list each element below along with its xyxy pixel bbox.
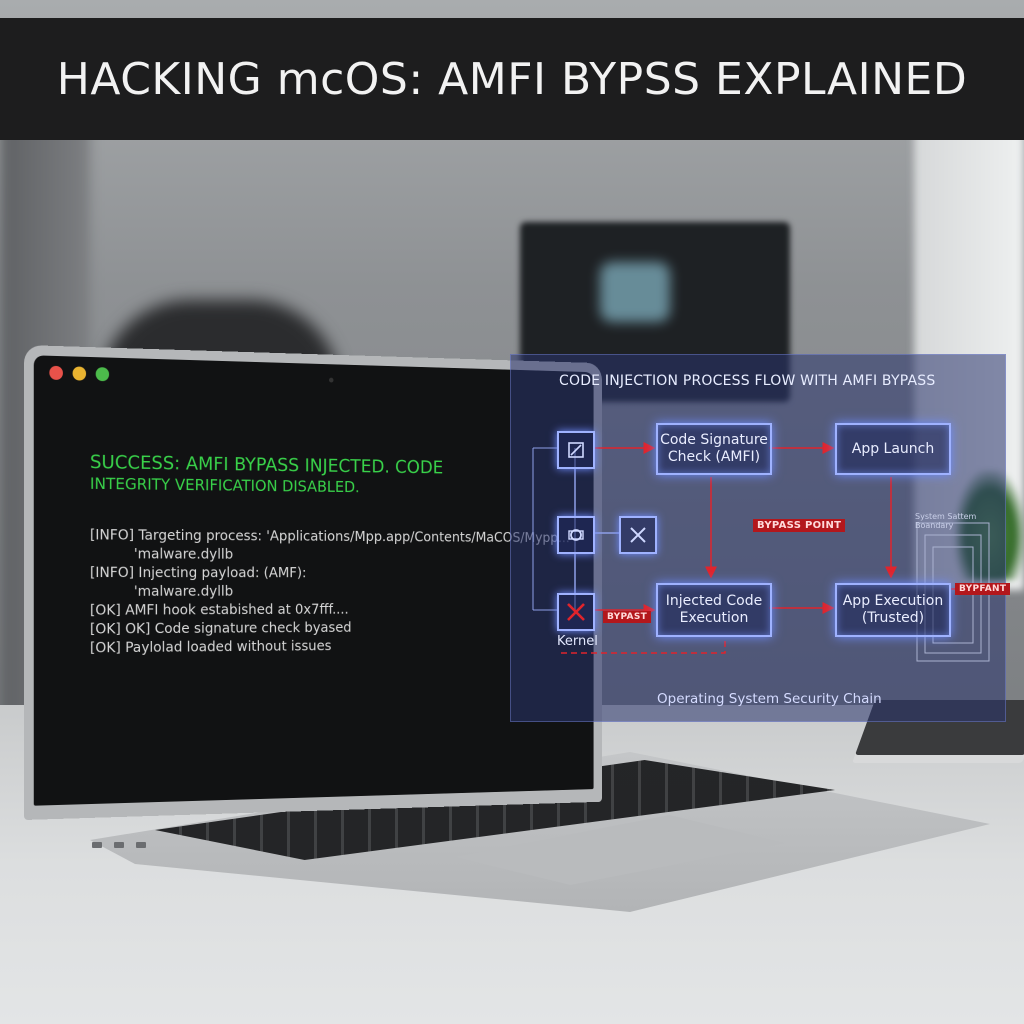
node-label: Injected Code [665, 593, 763, 609]
success-message: SUCCESS: AMFI BYPASS INJECTED. CODE INTE… [90, 451, 558, 500]
log-line: 'malware.dyllb [133, 546, 234, 563]
injected-code-execution-node: Injected Code Execution [656, 583, 772, 637]
zoom-window-button[interactable] [95, 367, 110, 382]
system-boundary-label: System Sattem Boandary [915, 512, 977, 530]
node-label: Execution [679, 610, 749, 626]
app-execution-trusted-node: App Execution (Trusted) [835, 583, 951, 637]
node-label: Code Signature [660, 432, 768, 448]
usb-port [114, 842, 124, 848]
log-line: [INFO] Targeting process: 'Applications/… [89, 527, 570, 546]
title-banner: HACKING mcOS: AMFI BYPSS EXPLAINED [0, 18, 1024, 140]
terminal-output: SUCCESS: AMFI BYPASS INJECTED. CODE INTE… [89, 451, 570, 658]
background-monitor-glow [600, 262, 670, 322]
usb-port [92, 842, 102, 848]
cross-icon [619, 516, 657, 554]
page-title: HACKING mcOS: AMFI BYPSS EXPLAINED [56, 53, 968, 105]
webcam [329, 377, 334, 383]
bypass-dashed-path [561, 637, 726, 654]
node-label: App Launch [851, 440, 935, 457]
document-check-icon [557, 431, 595, 469]
bypass-tag-small: BYPAST [603, 611, 652, 623]
kernel-label: Kernel [557, 634, 598, 649]
close-window-button[interactable] [49, 365, 63, 381]
log-line: 'malware.dyllb [133, 583, 234, 600]
code-signature-check-node: Code Signature Check (AMFI) [656, 423, 772, 475]
log-line: [INFO] Injecting payload: (AMF): [89, 565, 307, 582]
node-label: App Execution [842, 593, 944, 609]
log-line: [OK] Paylolad loaded without issues [89, 638, 332, 657]
window-controls [49, 365, 110, 382]
node-label: Check (AMFI) [667, 449, 761, 465]
bypass-point-tag: BYPASS POINT [753, 519, 846, 532]
usb-port [136, 842, 146, 848]
gear-chip-icon [557, 516, 595, 554]
process-flow-diagram: CODE INJECTION PROCESS FLOW WITH AMFI BY… [510, 354, 1011, 722]
minimize-window-button[interactable] [72, 366, 87, 381]
red-cross-icon [557, 593, 595, 631]
terminal-log: [INFO] Targeting process: 'Applications/… [89, 526, 570, 658]
node-label: (Trusted) [861, 610, 925, 626]
app-launch-node: App Launch [835, 423, 951, 475]
laptop-ports [92, 842, 146, 848]
diagram-title: CODE INJECTION PROCESS FLOW WITH AMFI BY… [559, 373, 936, 389]
bypass-tag-right: BYPFANT [955, 583, 1011, 595]
diagram-footer: Operating System Security Chain [657, 691, 882, 707]
